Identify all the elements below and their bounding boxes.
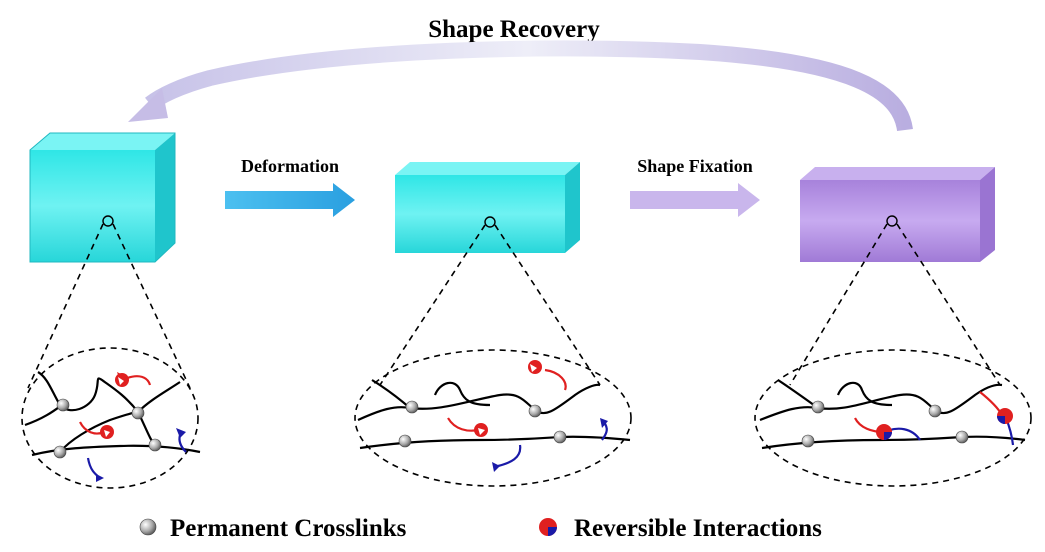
- legend: Permanent Crosslinks Reversible Interact…: [139, 515, 822, 542]
- deformation-arrow: [225, 183, 355, 217]
- reversible-interaction-marker: [539, 518, 557, 536]
- fixation-label: Shape Fixation: [637, 156, 753, 176]
- zoom-panel-3: [754, 215, 1032, 487]
- permanent-crosslink-marker: [139, 518, 157, 536]
- polymer-network-2: [357, 360, 631, 472]
- legend-reversible: Reversible Interactions: [574, 515, 822, 542]
- legend-permanent: Permanent Crosslinks: [170, 515, 407, 542]
- title: Shape Recovery: [428, 16, 600, 43]
- polymer-network-3: [759, 379, 1026, 450]
- zoom-panel-1: [21, 215, 199, 489]
- fixation-arrow: [630, 183, 760, 217]
- recovery-arrow: [128, 40, 913, 132]
- fixed-bar: [800, 167, 995, 262]
- zoom-panel-2: [354, 216, 632, 487]
- deformed-bar: [395, 162, 580, 253]
- deformation-label: Deformation: [241, 156, 339, 176]
- polymer-network-1: [24, 371, 201, 482]
- original-cube: [29, 132, 176, 263]
